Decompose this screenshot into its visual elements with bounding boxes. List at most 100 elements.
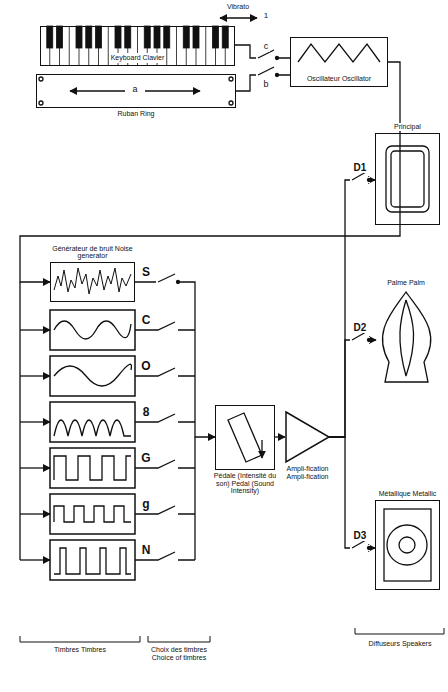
keyboard-keys [213, 26, 219, 48]
keyboard-keys [193, 26, 199, 48]
speaker-drawing [387, 525, 427, 565]
node-label: Ampli-fication Ampli-fication [285, 465, 331, 480]
amplifier: Ampli-fication Ampli-fication [285, 412, 330, 462]
callout-letter: c [263, 42, 270, 52]
oscillator-box: Oscillateur Oscillator [290, 37, 388, 87]
keyboard-keys [144, 26, 150, 48]
keyboard: Keyboard Clavier [40, 26, 235, 66]
callout-letter: Vibrato [226, 3, 250, 11]
noise-wave [54, 268, 131, 294]
pedal-drawing [228, 413, 262, 462]
keyboard-keys [154, 26, 160, 48]
switch-name: C [141, 314, 152, 327]
input-bus [20, 467, 50, 468]
signal-wire [20, 62, 400, 282]
switch-name: D1 [353, 162, 368, 173]
switch-blade [368, 547, 371, 550]
speaker-palme: Palme Palm [372, 290, 440, 385]
timbre-wave [54, 420, 131, 436]
keyboard-keys [164, 26, 170, 48]
pedal-drawing [261, 440, 262, 458]
input-bus [20, 421, 50, 422]
amplifier-symbol [286, 412, 329, 462]
switch-blade [258, 67, 274, 75]
ribbon-drawing [70, 90, 125, 91]
speaker-drawing [386, 146, 429, 212]
switch-blade [352, 172, 366, 180]
vibrato-arrow [220, 17, 257, 18]
speaker-metallique: Métallique Metallic [375, 500, 440, 590]
input-bus [20, 329, 50, 330]
keyboard-keys [47, 26, 53, 48]
switch-gap [156, 279, 180, 285]
noise-box: Générateur de bruit Noise generator [50, 262, 135, 302]
switch-blade [352, 540, 366, 548]
switch-blade [158, 274, 175, 282]
timbre-box [50, 540, 135, 580]
input-bus [20, 282, 50, 560]
switch-name: D2 [353, 322, 368, 333]
switch-name: O [140, 360, 151, 373]
switch-blade [276, 57, 279, 60]
switch-blade [368, 179, 371, 182]
speaker-drawing [382, 292, 430, 382]
speaker-drawing [399, 537, 415, 553]
keyboard-keys [183, 26, 189, 48]
timbre-box [50, 494, 135, 534]
keyboard-keys [205, 26, 206, 66]
vibrato-arrow [220, 17, 257, 18]
timbre-switch [135, 322, 195, 560]
switch-blade [158, 50, 371, 550]
speaker-principal: Principal [375, 133, 440, 225]
switch-blade [177, 281, 180, 284]
keyboard-keys [125, 26, 131, 48]
keyboard-keys [76, 26, 82, 48]
speaker-drawing [400, 300, 414, 376]
signal-wire [329, 180, 375, 437]
ribbon-drawing [229, 77, 233, 81]
signal-wire [135, 282, 215, 437]
input-bus [20, 513, 50, 514]
bracket [148, 636, 210, 642]
timbre-box [50, 310, 135, 350]
pedal-box: Pédale (Intensité du son) Pedal (Sound I… [215, 405, 275, 470]
group-caption: Timbres Timbres [49, 646, 111, 654]
pedal-drawing [228, 413, 262, 462]
node-label: Générateur de bruit Noise generator [47, 245, 139, 260]
switch-name: D3 [353, 530, 368, 541]
timbre-wave [54, 548, 131, 574]
timbre-switch [194, 437, 195, 560]
input-bus [20, 375, 50, 376]
switch-name: N [141, 544, 152, 557]
node-label: Keyboard Clavier [109, 53, 167, 63]
timbre-wave [54, 456, 131, 480]
switch-blade [352, 332, 366, 340]
bracket [20, 636, 140, 642]
keyboard-keys [115, 26, 121, 48]
timbre-wave [54, 321, 131, 339]
speaker-drawing [382, 146, 431, 581]
keyboard-keys [47, 26, 229, 66]
timbre-wave [54, 506, 131, 522]
switch-name: S [141, 266, 151, 279]
input-bus [20, 559, 50, 560]
group-caption: Diffuseurs Speakers [359, 640, 441, 648]
node-label: Palme Palm [376, 279, 436, 287]
timbre-wave [54, 321, 131, 574]
keyboard-keys [222, 26, 228, 48]
speaker-drawing [391, 151, 424, 207]
ribbon-drawing [229, 101, 233, 105]
oscillator-wave [298, 44, 380, 62]
timbre-box [50, 448, 135, 488]
node-label: Pédale (Intensité du son) Pedal (Sound I… [211, 472, 279, 495]
timbre-box [50, 356, 135, 396]
ribbon-drawing [145, 90, 200, 91]
timbre-wave [54, 364, 131, 386]
node-label: Ruban Ring [106, 110, 166, 118]
timbre-box [50, 310, 135, 580]
timbre-box [50, 402, 135, 442]
amplifier-symbol [286, 412, 329, 462]
switch-blade [368, 339, 371, 342]
oscillator-wave [298, 44, 380, 62]
